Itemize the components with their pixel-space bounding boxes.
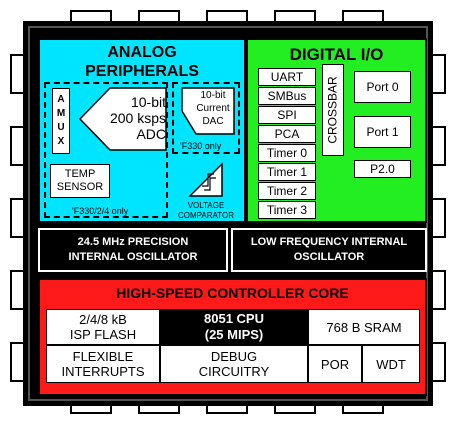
flexible-interrupts-block: FLEXIBLE INTERRUPTS bbox=[46, 345, 160, 383]
temp-sensor-block: TEMP SENSOR bbox=[50, 164, 110, 198]
dac-note: 'F330 only bbox=[180, 141, 222, 151]
precision-oscillator: 24.5 MHz PRECISION INTERNAL OSCILLATOR bbox=[38, 228, 228, 272]
adc-label: 10-bit 200 ksps ADC bbox=[109, 94, 166, 142]
core-title: HIGH-SPEED CONTROLLER CORE bbox=[116, 285, 349, 301]
peripheral-smbus: SMBus bbox=[258, 87, 316, 105]
amux-block: A M U X bbox=[52, 88, 70, 154]
dac-label: 10-bit Current DAC bbox=[196, 90, 230, 127]
peripheral-timer0: Timer 0 bbox=[258, 144, 316, 162]
cpu-block: 8051 CPU (25 MIPS) bbox=[160, 309, 308, 345]
isp-flash-block: 2/4/8 kB ISP FLASH bbox=[46, 309, 160, 345]
peripheral-spi: SPI bbox=[258, 106, 316, 124]
peripheral-uart: UART bbox=[258, 68, 316, 86]
low-frequency-oscillator: LOW FREQUENCY INTERNAL OSCILLATOR bbox=[231, 228, 427, 272]
dac-shape bbox=[181, 87, 235, 135]
adc-dashed-group bbox=[44, 82, 168, 218]
adc-note: 'F330/2/4 only bbox=[72, 206, 129, 216]
port-0: Port 0 bbox=[354, 71, 411, 103]
peripheral-timer3: Timer 3 bbox=[258, 201, 316, 219]
comparator-icon bbox=[188, 162, 223, 197]
port-1: Port 1 bbox=[354, 116, 411, 148]
peripheral-timer2: Timer 2 bbox=[258, 182, 316, 200]
digital-title: DIGITAL I/O bbox=[289, 45, 384, 64]
dac-dashed-group bbox=[172, 82, 240, 154]
crossbar-block: CROSSBAR bbox=[322, 64, 344, 156]
por-block: POR bbox=[308, 345, 362, 383]
port-p2-0: P2.0 bbox=[354, 160, 411, 178]
wdt-block: WDT bbox=[362, 345, 420, 383]
analog-title: ANALOG PERIPHERALS bbox=[85, 44, 199, 80]
debug-circuitry-block: DEBUG CIRCUITRY bbox=[160, 345, 308, 383]
adc-shape bbox=[78, 87, 167, 151]
peripheral-pca: PCA bbox=[258, 125, 316, 143]
peripheral-timer1: Timer 1 bbox=[258, 163, 316, 181]
sram-block: 768 B SRAM bbox=[308, 309, 420, 345]
comparator-label: VOLTAGE COMPARATOR bbox=[177, 201, 234, 220]
